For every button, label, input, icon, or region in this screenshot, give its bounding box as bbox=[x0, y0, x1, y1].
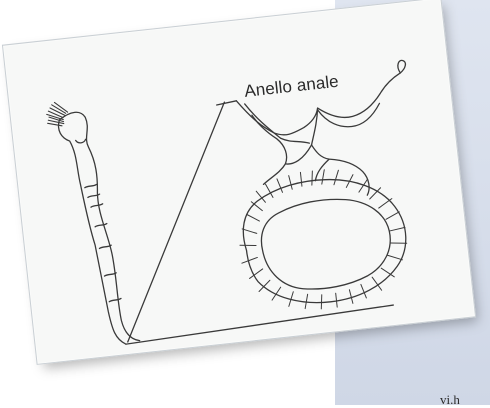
larva-body-outline bbox=[57, 108, 140, 349]
anal-ring-hairs bbox=[233, 162, 413, 317]
anatomical-drawing bbox=[3, 0, 475, 364]
larva-head-bristles bbox=[45, 101, 68, 127]
partial-caption-text: vi.h bbox=[440, 392, 460, 408]
illustration-card: Anello anale bbox=[2, 0, 476, 365]
